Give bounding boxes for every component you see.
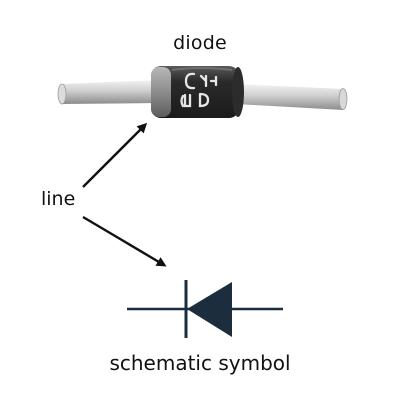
schematic-diode-symbol (127, 280, 283, 338)
arrow-to-symbol (82, 215, 167, 267)
diode-title: diode (173, 32, 227, 54)
schematic-caption: schematic symbol (109, 351, 291, 375)
cathode-band (151, 67, 171, 117)
right-lead (236, 84, 348, 110)
line-label: line (41, 188, 76, 210)
left-lead (57, 80, 160, 105)
body-marking (180, 72, 218, 108)
diode-body (151, 66, 244, 118)
arrow-to-diode (82, 122, 148, 188)
